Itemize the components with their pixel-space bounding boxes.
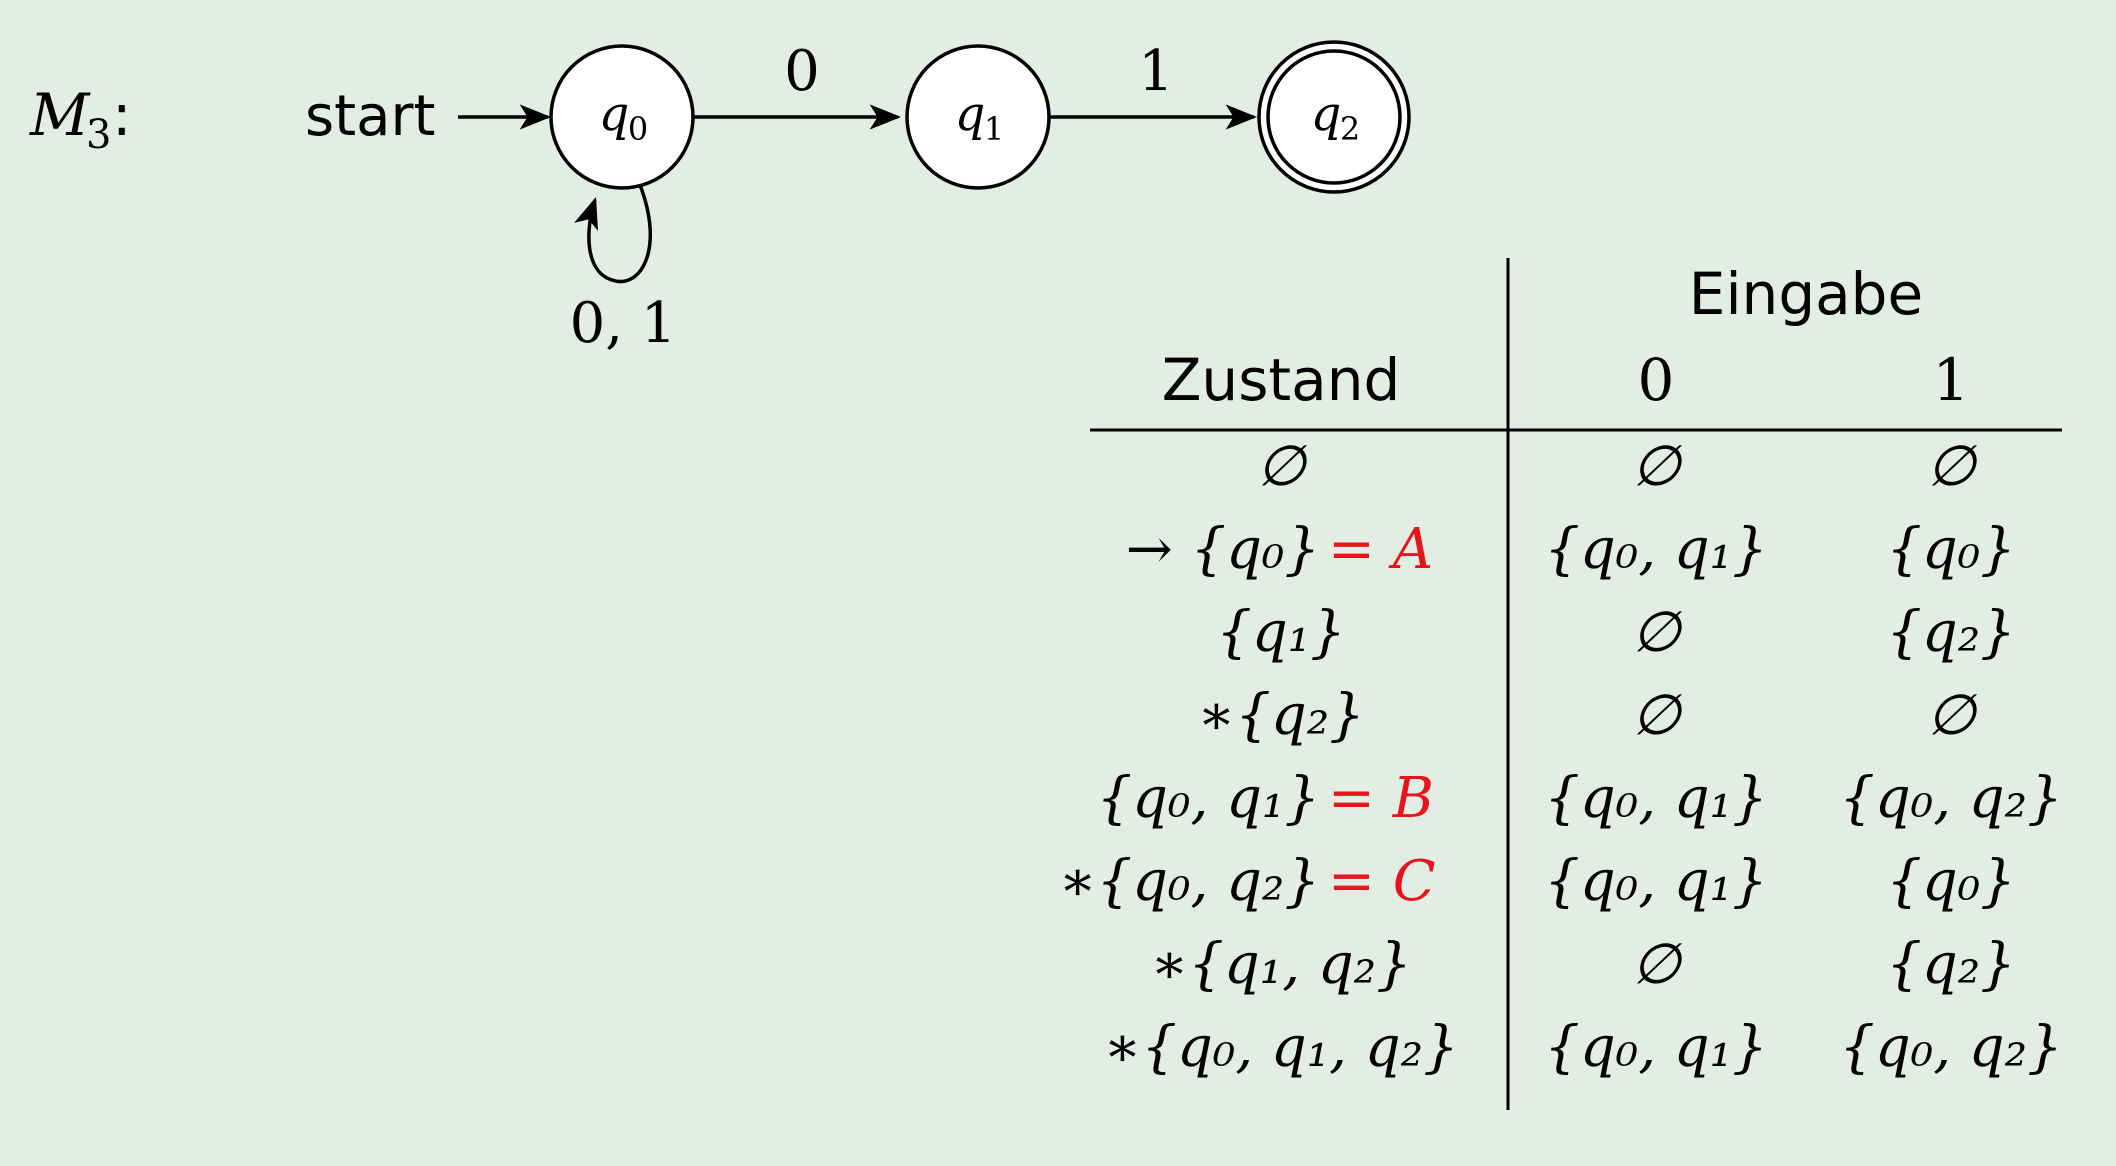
- machine-colon: :: [112, 81, 132, 149]
- table-input-header-0: 0: [1638, 346, 1675, 414]
- table-cell-input-0: {q₀, q₁}: [1544, 766, 1767, 831]
- table-rows: ∅∅∅→ {q₀}= A{q₀, q₁}{q₀}{q₁}∅{q₂}∗{q₂}∅∅…: [1058, 434, 2062, 1080]
- state-q0-name: q: [599, 86, 630, 142]
- state-q1-sub: 1: [984, 110, 1004, 148]
- table-cell-state: → {q₀}: [1126, 517, 1320, 582]
- transition-table: Eingabe Zustand 0 1 ∅ ∅ ∅ → {q₀}= A {q₀, q₁}…: [1058, 258, 2063, 1110]
- table-cell-state: ∗{q₀, q₂}: [1058, 849, 1320, 914]
- table-cell-alias: = B: [1328, 766, 1434, 831]
- table-cell-input-0: ∅: [1632, 683, 1683, 748]
- table-cell-state: ∅: [1257, 434, 1308, 499]
- state-q2-sub: 2: [1340, 110, 1360, 148]
- state-q1: q 1: [905, 44, 1051, 190]
- table-cell-state: {q₁}: [1216, 600, 1346, 665]
- table-cell-input-0: ∅: [1632, 600, 1683, 665]
- table-cell-input-1: ∅: [1927, 683, 1978, 748]
- table-cell-state: ∗{q₂}: [1197, 683, 1365, 748]
- table-row: → {q₀}= A {q₀, q₁} {q₀}: [1126, 517, 2016, 582]
- table-row: {q₀, q₁}= B{q₀, q₁}{q₀, q₂}: [1097, 766, 2063, 831]
- table-cell-input-1: {q₀}: [1886, 849, 2016, 914]
- table-cell-input-0: {q₀, q₁}: [1544, 849, 1767, 914]
- state-q2-name: q: [1311, 86, 1342, 142]
- table-group-header: Eingabe: [1689, 260, 1923, 328]
- state-q2-inner-circle: [1266, 49, 1402, 185]
- table-cell-input-1: {q₀}: [1886, 517, 2016, 582]
- table-cell-state: ∗{q₁, q₂}: [1150, 932, 1412, 997]
- transition-q0-q1-label: 0: [784, 39, 820, 104]
- table-cell-input-0: ∅: [1632, 932, 1683, 997]
- table-cell-input-1: {q₀, q₂}: [1839, 1015, 2062, 1080]
- table-input-header-1: 1: [1933, 346, 1970, 414]
- table-cell-input-1: ∅: [1927, 434, 1978, 499]
- state-q1-circle: [905, 44, 1051, 190]
- table-cell-alias: = A: [1328, 517, 1433, 582]
- machine-name: M: [29, 81, 91, 149]
- table-cell-input-0: {q₀, q₁}: [1544, 517, 1767, 582]
- self-loop-q0: [574, 184, 652, 284]
- state-q0-circle: [549, 44, 695, 190]
- self-loop-label: 0, 1: [570, 291, 677, 356]
- state-q2: q 2: [1257, 40, 1411, 194]
- table-row: {q₁} ∅ {q₂}: [1216, 600, 2016, 665]
- state-q0: q 0: [549, 44, 695, 190]
- table-row: ∗{q₂} ∅ ∅: [1197, 683, 1977, 748]
- table-cell-input-0: ∅: [1632, 434, 1683, 499]
- table-cell-alias: = C: [1328, 849, 1436, 914]
- table-cell-state: ∗{q₀, q₁, q₂}: [1103, 1015, 1458, 1080]
- table-cell-input-1: {q₀, q₂}: [1839, 766, 2062, 831]
- transition-q1-q2-label: 1: [1138, 39, 1174, 104]
- machine-label: M 3 :: [29, 81, 132, 158]
- table-row: ∗{q₀, q₂}= C {q₀, q₁} {q₀}: [1058, 849, 2015, 914]
- table-cell-input-0: {q₀, q₁}: [1544, 1015, 1767, 1080]
- table-row: ∗{q₁, q₂} ∅ {q₂}: [1150, 932, 2016, 997]
- state-q0-sub: 0: [628, 110, 648, 148]
- start-label: start: [305, 84, 435, 149]
- table-cell-state: {q₀, q₁}: [1097, 766, 1320, 831]
- machine-subscript: 3: [86, 112, 111, 158]
- state-q1-name: q: [955, 86, 986, 142]
- table-cell-input-1: {q₂}: [1886, 932, 2016, 997]
- table-row: ∗{q₀, q₁, q₂} {q₀, q₁} {q₀, q₂}: [1103, 1015, 2062, 1080]
- table-cell-input-1: {q₂}: [1886, 600, 2016, 665]
- table-state-header: Zustand: [1162, 346, 1401, 414]
- table-row: ∅ ∅ ∅: [1257, 434, 1978, 499]
